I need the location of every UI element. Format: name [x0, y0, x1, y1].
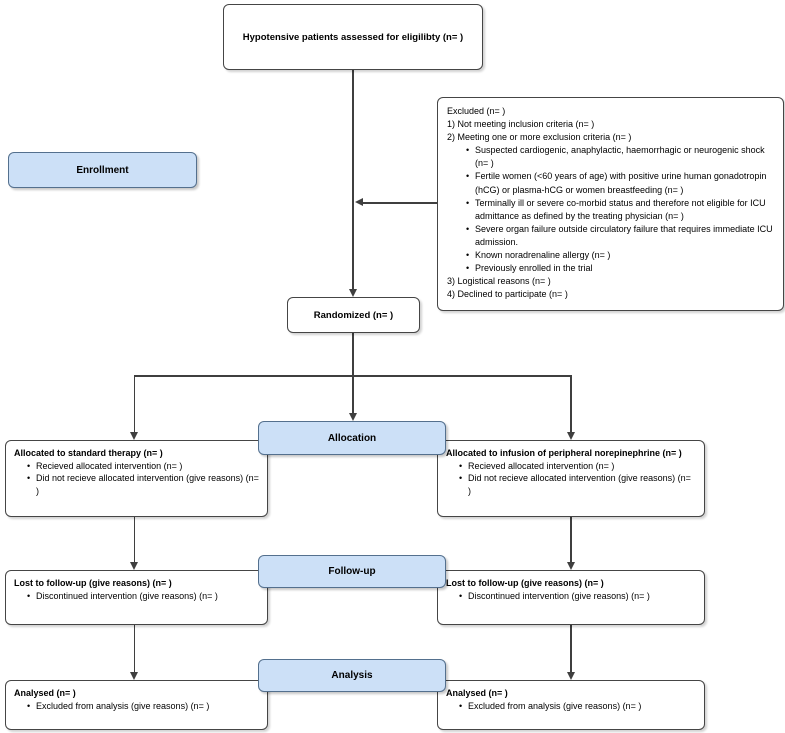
arrowhead-excluded — [354, 198, 363, 206]
analysed-left-bullet: Excluded from analysis (give reasons) (n… — [26, 700, 259, 713]
followup-label-text: Follow-up — [328, 566, 376, 577]
eligibility-assessed-box: Hypotensive patients assessed for eligil… — [223, 4, 483, 70]
excluded-item: Severe organ failure outside circulatory… — [465, 223, 774, 249]
excluded-box: Excluded (n= ) 1) Not meeting inclusion … — [437, 97, 784, 311]
allocated-norepinephrine-title: Allocated to infusion of peripheral nore… — [446, 448, 682, 458]
arrowhead-to-allocation — [348, 413, 357, 421]
analysed-left-title: Analysed (n= ) — [14, 688, 76, 698]
excluded-title: Excluded (n= ) — [447, 106, 506, 116]
lost-followup-right-box: Lost to follow-up (give reasons) (n= ) D… — [437, 570, 705, 625]
connector-excluded — [362, 202, 437, 204]
lost-followup-right-title: Lost to follow-up (give reasons) (n= ) — [446, 578, 604, 588]
connector-followup-to-analysis-right — [570, 625, 572, 672]
excluded-item: Fertile women (<60 years of age) with po… — [465, 170, 774, 196]
followup-stage-label: Follow-up — [258, 555, 446, 588]
analysed-left-box: Analysed (n= ) Excluded from analysis (g… — [5, 680, 268, 730]
excluded-item: 3) Logistical reasons (n= ) — [447, 276, 551, 287]
analysed-right-box: Analysed (n= ) Excluded from analysis (g… — [437, 680, 705, 730]
excluded-item: 4) Declined to participate (n= ) — [447, 289, 568, 300]
analysed-right-bullet: Excluded from analysis (give reasons) (n… — [458, 700, 696, 713]
excluded-item: Terminally ill or severe co-morbid statu… — [465, 197, 774, 223]
lost-followup-right-bullet: Discontinued intervention (give reasons)… — [458, 590, 696, 603]
allocation-label-text: Allocation — [327, 432, 377, 444]
connector-assess-to-randomized — [352, 70, 354, 289]
allocated-standard-therapy-box: Allocated to standard therapy (n= ) Reci… — [5, 440, 268, 517]
randomized-label: Randomized (n= ) — [313, 309, 394, 321]
connector-followup-to-analysis-left — [133, 625, 135, 672]
eligibility-assessed-label: Hypotensive patients assessed for eligil… — [242, 31, 464, 43]
allocation-stage-label: Allocation — [258, 421, 446, 455]
allocated-norepinephrine-box: Allocated to infusion of peripheral nore… — [437, 440, 705, 517]
lost-followup-left-bullet: Discontinued intervention (give reasons)… — [26, 590, 259, 603]
connector-randomized-to-allocation — [352, 333, 354, 415]
analysed-right-title: Analysed (n= ) — [446, 688, 508, 698]
excluded-item: Previously enrolled in the trial — [465, 262, 774, 275]
connector-alloc-to-followup-right — [570, 517, 572, 562]
enrollment-label-text: Enrollment — [76, 164, 129, 176]
connector-branch-right — [570, 375, 572, 432]
arrowhead-to-analysis-left — [130, 672, 138, 680]
allocated-standard-bullet: Did not recieve allocated intervention (… — [26, 472, 259, 497]
allocated-norepinephrine-bullet: Recieved allocated intervention (n= ) — [458, 460, 696, 473]
allocated-standard-title: Allocated to standard therapy (n= ) — [14, 448, 163, 458]
arrowhead-to-followup-left — [130, 562, 138, 570]
connector-alloc-to-followup-left — [133, 517, 135, 562]
enrollment-stage-label: Enrollment — [8, 152, 197, 188]
excluded-item: 1) Not meeting inclusion criteria (n= ) — [447, 119, 595, 130]
arrowhead-to-randomized — [348, 289, 357, 297]
excluded-item: 2) Meeting one or more exclusion criteri… — [447, 132, 632, 143]
arrowhead-to-analysis-right — [566, 672, 575, 680]
arrowhead-to-followup-right — [566, 562, 575, 570]
allocated-norepinephrine-bullet: Did not recieve allocated intervention (… — [458, 472, 696, 497]
connector-branch-horizontal — [134, 375, 571, 377]
excluded-item: Known noradrenaline allergy (n= ) — [465, 249, 774, 262]
lost-followup-left-box: Lost to follow-up (give reasons) (n= ) D… — [5, 570, 268, 625]
analysis-stage-label: Analysis — [258, 659, 446, 692]
arrowhead-to-allocated-norepinephrine — [566, 432, 575, 440]
randomized-box: Randomized (n= ) — [287, 297, 420, 333]
lost-followup-left-title: Lost to follow-up (give reasons) (n= ) — [14, 578, 172, 588]
excluded-item: Suspected cardiogenic, anaphylactic, hae… — [465, 144, 774, 170]
arrowhead-to-allocated-standard — [130, 432, 138, 440]
allocated-standard-bullet: Recieved allocated intervention (n= ) — [26, 460, 259, 473]
connector-branch-left — [133, 375, 135, 432]
analysis-label-text: Analysis — [331, 670, 373, 681]
